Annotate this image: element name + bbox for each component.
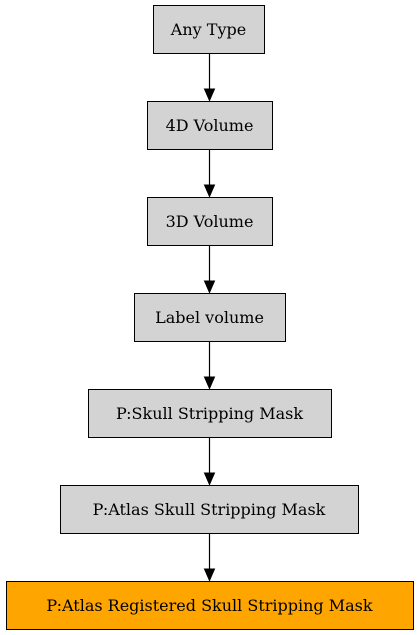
- node-box: [134, 293, 286, 342]
- node-label: Any Type: [170, 20, 246, 39]
- node-atlas-registered-skull-stripping-mask: P:Atlas Registered Skull Stripping Mask: [6, 581, 414, 630]
- node-atlas-skull-stripping-mask: P:Atlas Skull Stripping Mask: [60, 485, 359, 534]
- node-box: [153, 5, 265, 54]
- arrowhead-icon: [203, 376, 216, 390]
- arrowhead-icon: [203, 472, 216, 486]
- node-label-volume: Label volume: [134, 293, 286, 342]
- node-label: P:Skull Stripping Mask: [116, 404, 303, 423]
- arrowhead-icon: [203, 88, 216, 102]
- node-3d-volume: 3D Volume: [147, 197, 273, 246]
- arrowhead-icon: [203, 184, 216, 198]
- node-label: 3D Volume: [166, 212, 254, 231]
- node-label: P:Atlas Registered Skull Stripping Mask: [46, 596, 372, 615]
- edge-arrow: [203, 246, 216, 294]
- node-box: [88, 389, 332, 438]
- node-box: [147, 197, 273, 246]
- node-label: P:Atlas Skull Stripping Mask: [93, 500, 326, 519]
- edge-arrow: [203, 534, 216, 582]
- node-4d-volume: 4D Volume: [147, 101, 273, 150]
- edge-arrow: [203, 54, 216, 102]
- node-label: 4D Volume: [166, 116, 254, 135]
- node-box: [147, 101, 273, 150]
- node-box: [60, 485, 359, 534]
- node-label: Label volume: [155, 308, 264, 327]
- edge-arrow: [203, 438, 216, 486]
- node-any-type: Any Type: [153, 5, 265, 54]
- edge-arrow: [203, 150, 216, 198]
- arrowhead-icon: [203, 280, 216, 294]
- node-skull-stripping-mask: P:Skull Stripping Mask: [88, 389, 332, 438]
- arrowhead-icon: [203, 568, 216, 582]
- diagram-edges: [203, 54, 216, 582]
- node-box: [6, 581, 414, 630]
- edge-arrow: [203, 342, 216, 390]
